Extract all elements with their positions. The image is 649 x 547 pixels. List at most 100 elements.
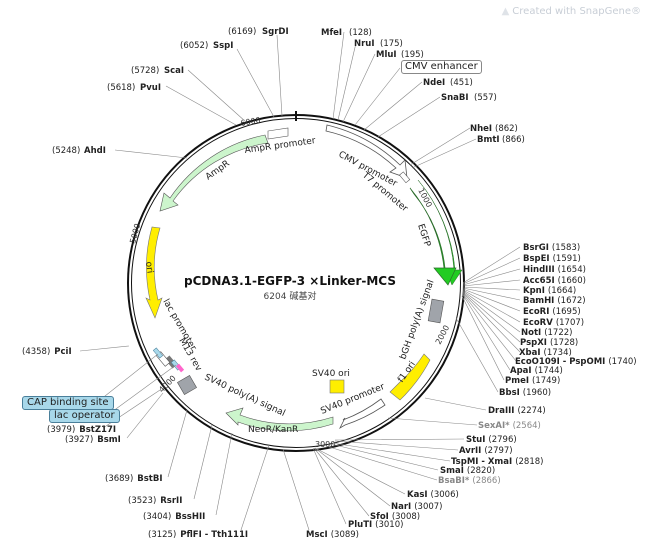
- site-bbsi-pos: (1960): [523, 388, 551, 398]
- cmv-enhancer-tag: CMV enhancer: [401, 60, 482, 74]
- site-nrui-name: NruI: [354, 39, 375, 49]
- site-kpni: KpnI(1664): [523, 286, 576, 296]
- site-ecori-name: EcoRI: [523, 307, 549, 317]
- leader-pmei: [461, 295, 505, 381]
- leader-ecorv: [462, 289, 521, 323]
- sv40-ori-label: SV40 ori: [312, 369, 350, 379]
- leader-nrui: [337, 42, 357, 121]
- leader-bbsi: [455, 317, 499, 393]
- site-avrii-pos: (2797): [484, 446, 512, 456]
- site-snabi-name: SnaBI: [441, 93, 469, 103]
- neor-label: NeoR/KanR: [248, 425, 298, 435]
- leader-scai: [187, 69, 247, 123]
- leader-pspxi: [462, 291, 521, 343]
- site-bamhi-name: BamHI: [523, 296, 554, 306]
- site-labels-top: (6169) SgrDI (6052) SspI (5728) ScaI (56…: [52, 27, 525, 156]
- site-bspei: BspEI(1591): [523, 254, 581, 264]
- site-nari-name: NarI: [391, 502, 411, 512]
- site-pluti-pos: (3010): [375, 520, 403, 530]
- leader-snabi: [377, 96, 441, 138]
- sv40-promoter-label: SV40 promoter: [319, 382, 386, 417]
- t7-promoter-marker: [399, 171, 411, 184]
- site-acc65i-name: Acc65I: [523, 276, 555, 286]
- tick-label-3000: 3000: [315, 440, 335, 449]
- site-ecoo109i-pos: (1740): [608, 357, 636, 367]
- site-mfei-pos: (128): [349, 28, 372, 38]
- site-ndei-name: NdeI: [423, 78, 445, 88]
- site-sexai-pos: (2564): [513, 421, 541, 431]
- site-leader-lines: [79, 31, 521, 531]
- site-scai-name: ScaI: [164, 66, 184, 76]
- site-bsshii-name: BssHII: [175, 512, 205, 522]
- site-bstz17i-name: BstZ17I: [79, 425, 116, 435]
- site-snabi-pos: (557): [474, 93, 497, 103]
- site-ahdi-name: AhdI: [84, 146, 106, 156]
- tick-label-5000: 5000: [128, 223, 142, 245]
- site-ecorv-name: EcoRV: [523, 318, 553, 328]
- site-pflfi: (3125)PflFI - Tth111I: [148, 530, 248, 540]
- leader-sspi: [236, 48, 275, 118]
- leader-pluti: [312, 447, 347, 525]
- site-bstbi-pos: (3689): [105, 474, 133, 484]
- leader-acc65i: [462, 279, 521, 287]
- site-ecori: EcoRI(1695): [523, 307, 581, 317]
- site-bsabi: BsaBI*(2866): [438, 476, 501, 486]
- site-bstbi: (3689)BstBI: [105, 474, 163, 484]
- site-bsshii: (3404)BssHII: [143, 512, 205, 522]
- cap-binding-marker: [152, 347, 164, 359]
- site-msci-name: MscI: [306, 530, 328, 540]
- sv40-polya-label: SV40 poly(A) signal: [203, 373, 287, 419]
- ori-arrow: [145, 226, 163, 319]
- site-labels-bottom-left: (4358)PciI (3979)BstZ17I (3927)BsmI (368…: [22, 347, 359, 540]
- site-noti-pos: (1722): [544, 328, 572, 338]
- site-pcii-name: PciI: [54, 347, 71, 357]
- cap-binding-site-tag: CAP binding site: [22, 396, 114, 410]
- leader-sexai: [387, 417, 478, 426]
- site-bbsi: BbsI(1960): [499, 388, 551, 398]
- site-bamhi: BamHI(1672): [523, 296, 586, 306]
- lac-operator-tag: lac operator: [49, 409, 120, 423]
- leader-bsrgi: [462, 246, 521, 284]
- leader-nari: [314, 447, 391, 507]
- site-pmei-pos: (1749): [532, 376, 560, 386]
- site-apai: ApaI(1744): [510, 366, 563, 376]
- site-draiii-name: DraIII: [488, 406, 514, 416]
- site-rsrii-name: RsrII: [160, 496, 182, 506]
- site-avrii: AvrII(2797): [459, 446, 513, 456]
- leader-lac-operator: [108, 364, 177, 415]
- snapgene-logo-icon: ▲: [501, 6, 510, 17]
- site-hindiii: HindIII(1654): [523, 265, 586, 275]
- site-bsabi-name: BsaBI*: [438, 476, 470, 486]
- site-ahdi-pos: (5248): [52, 146, 80, 156]
- leader-pcii: [79, 345, 130, 352]
- tick-label-6000: 6000: [240, 116, 262, 128]
- site-nrui-pos: (175): [380, 39, 403, 49]
- site-draiii-pos: (2274): [517, 406, 545, 416]
- site-sspi-pos: (6052): [180, 41, 208, 51]
- leader-sgrdi: [276, 34, 283, 117]
- site-sspi-name: SspI: [213, 41, 233, 51]
- leader-cap-binding: [99, 353, 159, 401]
- leader-pflfi: [240, 444, 270, 531]
- leader-sfoi: [313, 447, 370, 517]
- leader-bstbi: [167, 409, 188, 478]
- plasmid-length-unit: 碱基对: [289, 292, 317, 302]
- site-nhei-pos: (862): [495, 124, 518, 134]
- leader-bsmi: [126, 392, 164, 439]
- leader-ndei: [363, 81, 423, 131]
- plasmid-length-value: 6204: [263, 292, 287, 302]
- site-scai-pos: (5728): [131, 66, 159, 76]
- site-sfoi: SfoI(3008): [370, 512, 420, 522]
- site-pvui-name: PvuI: [140, 83, 161, 93]
- site-hindiii-pos: (1654): [558, 265, 586, 275]
- site-tspmi-pos: (2818): [515, 457, 543, 467]
- site-bstz17i-pos: (3979): [47, 425, 75, 435]
- plasmid-name: pCDNA3.1-EGFP-3 ×Linker-MCS: [184, 274, 396, 288]
- site-mfei-name: MfeI: [321, 28, 342, 38]
- site-bsrgi: BsrGI(1583): [523, 243, 580, 253]
- site-pcii: (4358)PciI: [22, 347, 72, 357]
- leader-kasi: [314, 447, 406, 495]
- leader-rsrii: [193, 424, 213, 500]
- site-bsmi-pos: (3927): [65, 435, 93, 445]
- leader-tspmi: [331, 442, 451, 462]
